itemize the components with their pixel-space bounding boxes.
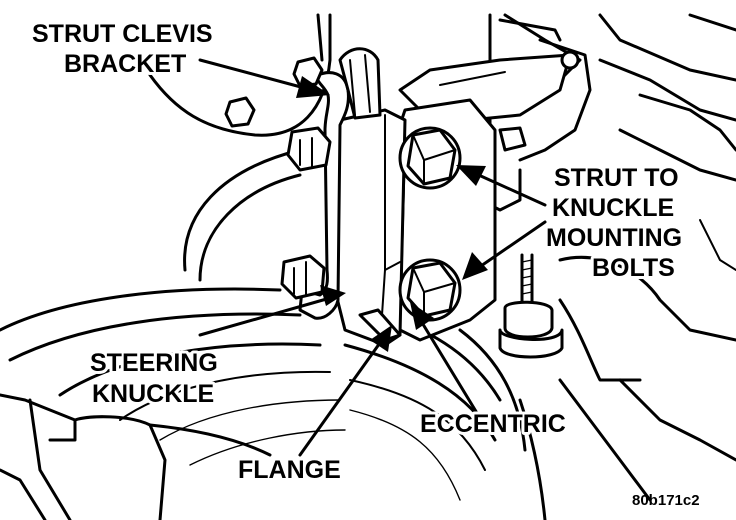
strut-clevis-bracket-drawing xyxy=(298,47,382,320)
label-flange: FLANGE xyxy=(238,456,341,484)
label-steering-line1: STEERING xyxy=(90,349,218,377)
lower-nut xyxy=(280,254,326,300)
label-strut-clevis-line2: BRACKET xyxy=(64,50,186,78)
leader-arrows xyxy=(198,58,547,457)
threaded-stud xyxy=(498,253,564,359)
upper-nut xyxy=(286,126,332,172)
label-bolts-line1: STRUT TO xyxy=(554,164,679,192)
lower-bolt-head xyxy=(398,258,462,322)
left-small-bolt xyxy=(224,96,256,128)
top-small-bolt xyxy=(292,56,324,88)
label-steering-line2: KNUCKLE xyxy=(92,380,214,408)
upper-bolt-head xyxy=(398,126,462,190)
label-bolts-line2: KNUCKLE xyxy=(552,194,674,222)
figure-code: 80b171c2 xyxy=(632,492,700,509)
label-steering-knuckle: STEERING KNUCKLE xyxy=(87,346,221,411)
label-strut-to-knuckle-mounting-bolts: STRUT TO KNUCKLE MOUNTING BOLTS xyxy=(543,161,685,285)
strut-to-knuckle-bolts-drawing xyxy=(224,56,564,359)
label-strut-clevis-bracket: STRUT CLEVIS BRACKET xyxy=(29,17,216,81)
label-strut-clevis-line1: STRUT CLEVIS xyxy=(32,20,213,48)
label-bolts-line3: MOUNTING xyxy=(546,224,682,252)
label-eccentric: ECCENTRIC xyxy=(420,410,566,438)
label-bolts-line4: BOLTS xyxy=(592,254,675,282)
